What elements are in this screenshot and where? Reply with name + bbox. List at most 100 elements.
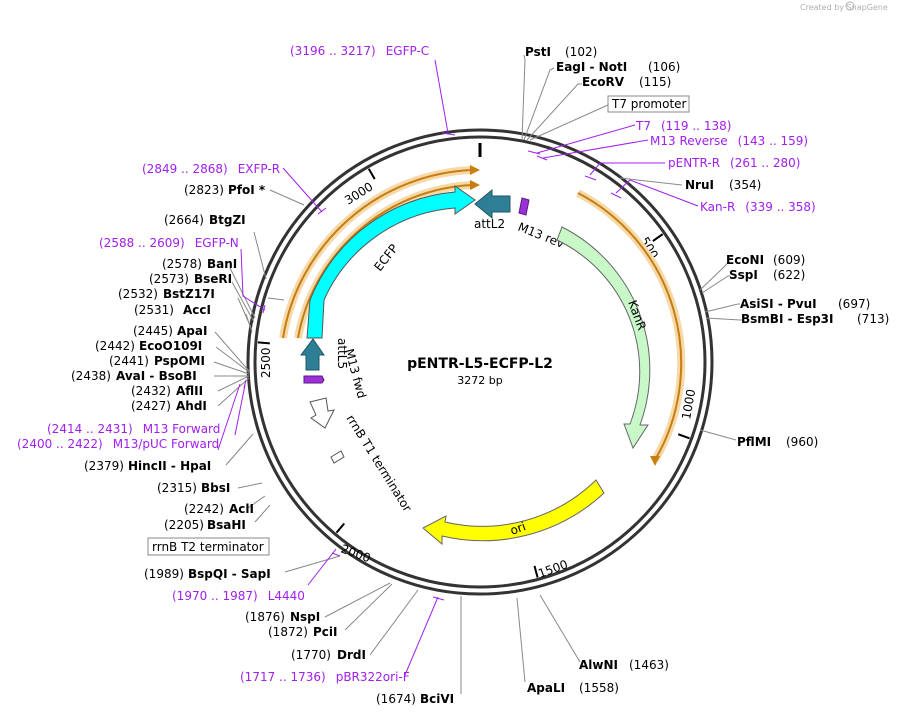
primer-label: (2849 .. 2868) EXFP-R bbox=[142, 162, 280, 176]
enzyme-site-position: (1558) bbox=[579, 681, 619, 695]
primer-name: Kan-R bbox=[700, 200, 735, 214]
feature-attl5 bbox=[300, 338, 325, 371]
feature-m13-rev bbox=[518, 197, 530, 216]
enzyme-site-label: AccI bbox=[183, 303, 211, 317]
enzyme-site-label: PspOMI bbox=[154, 354, 205, 368]
enzyme-site-position: (960) bbox=[786, 435, 818, 449]
enzyme-site-label: EcoRV bbox=[582, 75, 625, 89]
enzyme-site-label: BseRI bbox=[194, 272, 232, 286]
primer-label: M13 Reverse (143 .. 159) bbox=[650, 134, 808, 148]
feature-rrnb-t1-small bbox=[330, 450, 345, 464]
primer-name: T7 bbox=[635, 119, 651, 133]
feature-kanr bbox=[556, 226, 651, 450]
labels-layer: PstI(102)EagI - NotI(106)EcoRV(115)NruI(… bbox=[17, 44, 889, 706]
enzyme-site-label: AclI bbox=[229, 502, 254, 516]
feature-attl2-label: attL2 bbox=[474, 217, 505, 231]
enzyme-site-position: (1674) bbox=[376, 692, 416, 706]
primer-name: EXFP-R bbox=[238, 162, 280, 176]
enzyme-site-label: BstZ17I bbox=[163, 287, 215, 301]
enzyme-site-label: PciI bbox=[313, 625, 338, 639]
enzyme-site-position: (102) bbox=[565, 45, 597, 59]
primer-position: (119 .. 138) bbox=[661, 119, 731, 133]
enzyme-site-position: (2379) bbox=[84, 459, 124, 473]
orf-ecfp-outer-arrow bbox=[282, 169, 473, 339]
enzyme-site-label: SspI bbox=[729, 268, 758, 282]
feature-ori bbox=[422, 479, 605, 546]
primer-name: M13/pUC Forward bbox=[113, 437, 220, 451]
feature-rrnb-t1-label: rrnB T1 terminator bbox=[343, 412, 414, 514]
enzyme-site-label: EcoNI bbox=[726, 253, 764, 267]
enzyme-site-position: (2573) bbox=[149, 272, 189, 286]
enzyme-site-position: (1876) bbox=[245, 610, 285, 624]
enzyme-site-label: PfoI * bbox=[228, 183, 266, 197]
feature-m13-fwd-label: M13 fwd bbox=[342, 347, 369, 400]
enzyme-site-position: (2438) bbox=[71, 369, 111, 383]
rrnb-t2-terminator-label: rrnB T2 terminator bbox=[152, 540, 264, 554]
feature-m13-fwd bbox=[303, 375, 325, 384]
plasmid-name: pENTR-L5-ECFP-L2 bbox=[407, 356, 553, 372]
enzyme-site-position: (2315) bbox=[157, 481, 197, 495]
primer-name: EGFP-C bbox=[386, 44, 429, 58]
enzyme-site-label: BsmBI - Esp3I bbox=[741, 312, 833, 326]
enzyme-site-position: (2442) bbox=[95, 339, 135, 353]
ring-tick bbox=[335, 522, 345, 534]
enzyme-site-label: AflII bbox=[176, 384, 203, 398]
primer-position: (339 .. 358) bbox=[745, 200, 815, 214]
primer-name: pBR322ori-F bbox=[336, 670, 410, 684]
primer-label: (2588 .. 2609) EGFP-N bbox=[99, 236, 239, 250]
primer-label: (1717 .. 1736) pBR322ori-F bbox=[240, 670, 410, 684]
primer-position: (2400 .. 2422) bbox=[17, 437, 103, 451]
primer-name: EGFP-N bbox=[195, 236, 239, 250]
ring-tick-label: 2000 bbox=[339, 542, 372, 566]
primer-label: (1970 .. 1987)L4440 bbox=[172, 589, 305, 603]
enzyme-site-position: (1770) bbox=[291, 648, 331, 662]
primer-position: (1717 .. 1736) bbox=[240, 670, 326, 684]
primer-position: (2588 .. 2609) bbox=[99, 236, 185, 250]
enzyme-site-label: BspQI - SapI bbox=[188, 567, 271, 581]
enzyme-site-label: AsiSI - PvuI bbox=[740, 297, 817, 311]
enzyme-site-label: AvaI - BsoBI bbox=[116, 369, 197, 383]
primer-position: (143 .. 159) bbox=[738, 134, 808, 148]
plasmid-length: 3272 bp bbox=[457, 374, 502, 387]
enzyme-site-position: (1989) bbox=[144, 567, 184, 581]
backbone-outer bbox=[246, 128, 714, 596]
primer-name: M13 Forward bbox=[143, 422, 221, 436]
primer-position: (2414 .. 2431) bbox=[47, 422, 133, 436]
feature-ecfp bbox=[306, 185, 476, 339]
primer-position: (261 .. 280) bbox=[730, 156, 800, 170]
enzyme-site-label: ApaLI bbox=[527, 681, 565, 695]
enzyme-site-label: BanI bbox=[207, 257, 237, 271]
enzyme-site-position: (622) bbox=[773, 268, 805, 282]
ring-tick bbox=[533, 565, 539, 578]
enzyme-site-label: PflMI bbox=[737, 435, 771, 449]
enzyme-site-label: EcoO109I bbox=[139, 339, 202, 353]
orf-kanr-head-icon bbox=[650, 456, 660, 466]
orf-ecfp-inner-head-icon bbox=[470, 180, 480, 190]
leader-lines bbox=[213, 54, 742, 694]
primer-label: pENTR-R(261 .. 280) bbox=[668, 156, 800, 170]
enzyme-site-label: EagI - NotI bbox=[556, 60, 627, 74]
feature-attl2 bbox=[474, 188, 511, 220]
feature-rrnb-t1 bbox=[309, 397, 335, 429]
enzyme-site-label: PstI bbox=[525, 45, 551, 59]
enzyme-site-position: (2664) bbox=[164, 213, 204, 227]
orf-kanr-arrow bbox=[577, 192, 683, 461]
orf-ecfp-outer-head-icon bbox=[470, 165, 480, 175]
enzyme-site-position: (2432) bbox=[131, 384, 171, 398]
enzyme-site-position: (2578) bbox=[162, 257, 202, 271]
feature-ori-label: ori bbox=[508, 519, 527, 537]
primer-leader-lines bbox=[217, 59, 699, 676]
primer-label: Kan-R (339 .. 358) bbox=[700, 200, 816, 214]
t7-promoter-box bbox=[607, 95, 690, 113]
enzyme-site-position: (2445) bbox=[133, 324, 173, 338]
ring-tick bbox=[367, 168, 376, 180]
primer-name: M13 Reverse bbox=[650, 134, 728, 148]
enzyme-site-position: (106) bbox=[648, 60, 680, 74]
enzyme-site-position: (2427) bbox=[131, 399, 171, 413]
enzyme-site-label: NspI bbox=[290, 610, 320, 624]
enzyme-site-position: (713) bbox=[857, 312, 889, 326]
primer-position: (2849 .. 2868) bbox=[142, 162, 228, 176]
orf-ecfp-inner-arrow bbox=[297, 184, 473, 339]
feature-attl5-label: attL5 bbox=[335, 338, 349, 369]
